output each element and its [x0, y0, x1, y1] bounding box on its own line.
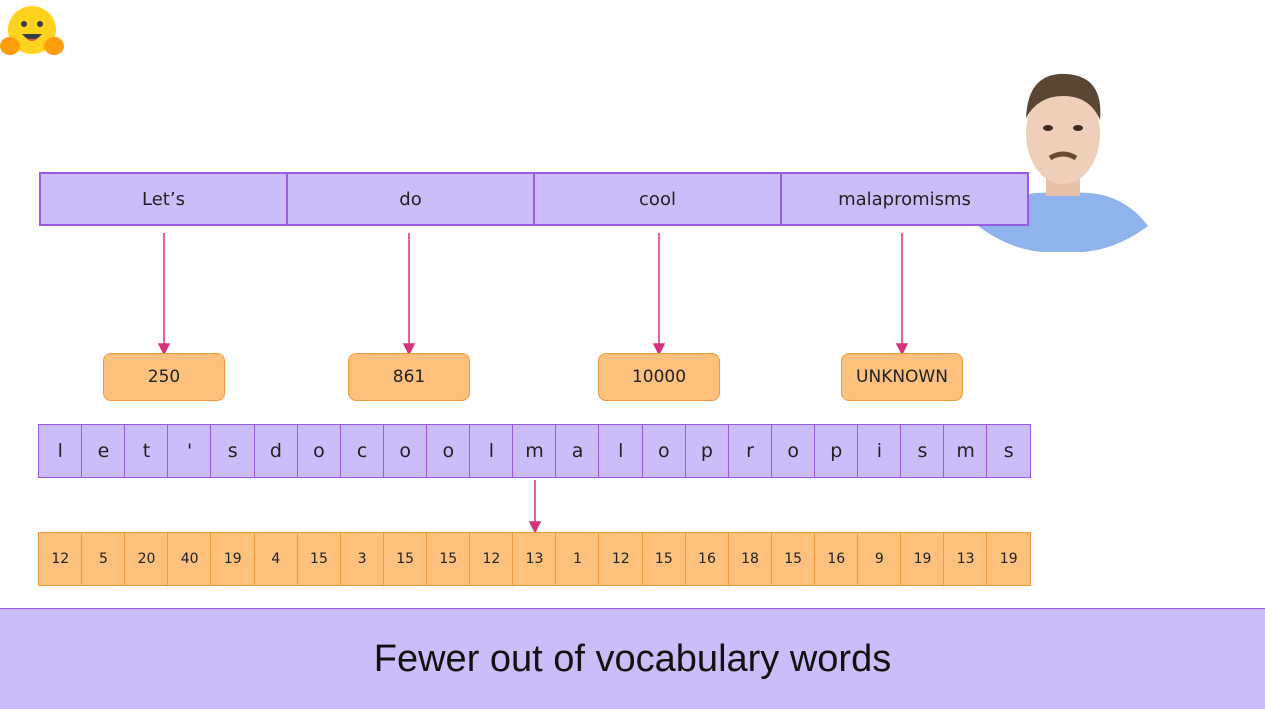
character-id: 20	[124, 532, 169, 586]
character-token: s	[210, 424, 256, 478]
character-token: t	[124, 424, 169, 478]
word-token: Let’s	[39, 172, 288, 226]
character-token: p	[813, 424, 859, 478]
character-id: 9	[857, 532, 902, 586]
character-id: 19	[986, 532, 1032, 586]
caption-bar: Fewer out of vocabulary words	[0, 608, 1265, 709]
character-id: 5	[81, 532, 126, 586]
character-token: l	[598, 424, 644, 478]
character-token: o	[425, 424, 471, 478]
word-id-box: UNKNOWN	[841, 353, 963, 401]
word-id-box: 10000	[598, 353, 720, 401]
character-id: 15	[382, 532, 428, 586]
character-id: 12	[469, 532, 514, 586]
character-id: 19	[210, 532, 256, 586]
character-token: o	[770, 424, 816, 478]
word-token: do	[286, 172, 535, 226]
character-id: 40	[167, 532, 212, 586]
character-id: 1	[555, 532, 600, 586]
character-token: o	[382, 424, 428, 478]
character-id: 12	[598, 532, 644, 586]
character-token: c	[339, 424, 385, 478]
character-id: 13	[943, 532, 988, 586]
character-token: o	[296, 424, 342, 478]
character-id: 3	[339, 532, 385, 586]
character-id: 15	[425, 532, 471, 586]
character-token: s	[900, 424, 945, 478]
character-token: s	[986, 424, 1032, 478]
word-id-box: 861	[348, 353, 470, 401]
character-token: l	[469, 424, 514, 478]
character-id: 12	[38, 532, 83, 586]
character-token: p	[684, 424, 730, 478]
character-id: 16	[813, 532, 859, 586]
character-id: 13	[512, 532, 557, 586]
character-token: e	[81, 424, 126, 478]
character-id: 15	[296, 532, 342, 586]
character-id: 15	[770, 532, 816, 586]
character-token: o	[641, 424, 687, 478]
character-token: a	[555, 424, 600, 478]
character-id: 16	[684, 532, 730, 586]
character-token: '	[167, 424, 212, 478]
character-id: 19	[900, 532, 945, 586]
character-id: 4	[253, 532, 299, 586]
word-id-box: 250	[103, 353, 225, 401]
character-token: r	[727, 424, 773, 478]
character-token: d	[253, 424, 299, 478]
character-id: 18	[727, 532, 773, 586]
hugging-face-logo	[0, 6, 64, 55]
character-token: m	[512, 424, 557, 478]
word-tokens-row: Let’s do cool malapromisms	[39, 172, 1029, 226]
caption-text: Fewer out of vocabulary words	[373, 637, 892, 680]
character-token: i	[857, 424, 902, 478]
word-token: cool	[533, 172, 782, 226]
character-id: 15	[641, 532, 687, 586]
character-token: m	[943, 424, 988, 478]
character-token: l	[38, 424, 83, 478]
word-token: malapromisms	[780, 172, 1029, 226]
